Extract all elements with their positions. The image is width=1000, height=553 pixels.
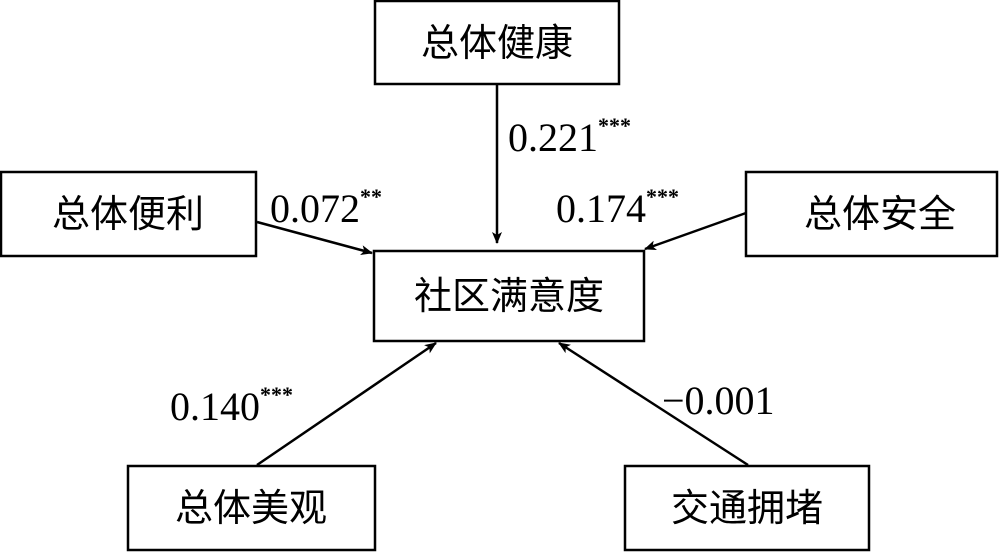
edge-label-traffic: −0.001 (662, 378, 775, 423)
edge-label-convenience: 0.072** (270, 184, 382, 231)
node-health: 总体健康 (373, 0, 621, 86)
edge-label-health: 0.221*** (508, 113, 631, 160)
node-safety: 总体安全 (744, 170, 999, 258)
arrow-convenience-to-satisfaction (256, 220, 373, 255)
arrow-beauty-to-satisfaction (256, 341, 437, 467)
arrow-traffic-to-satisfaction (558, 341, 749, 467)
node-satisfaction: 社区满意度 (372, 249, 646, 343)
node-convenience-label: 总体便利 (52, 192, 204, 236)
node-beauty: 总体美观 (126, 464, 377, 552)
edge-label-beauty: 0.140*** (170, 382, 293, 429)
node-safety-label: 总体安全 (804, 192, 956, 236)
node-health-label: 总体健康 (421, 21, 573, 65)
node-traffic: 交通拥堵 (623, 464, 871, 552)
node-convenience: 总体便利 (0, 170, 258, 258)
edge-label-safety: 0.174*** (556, 184, 679, 231)
node-traffic-label: 交通拥堵 (671, 486, 823, 530)
node-beauty-label: 总体美观 (175, 486, 327, 530)
node-satisfaction-label: 社区满意度 (414, 274, 604, 318)
arrow-safety-to-satisfaction (644, 211, 747, 251)
